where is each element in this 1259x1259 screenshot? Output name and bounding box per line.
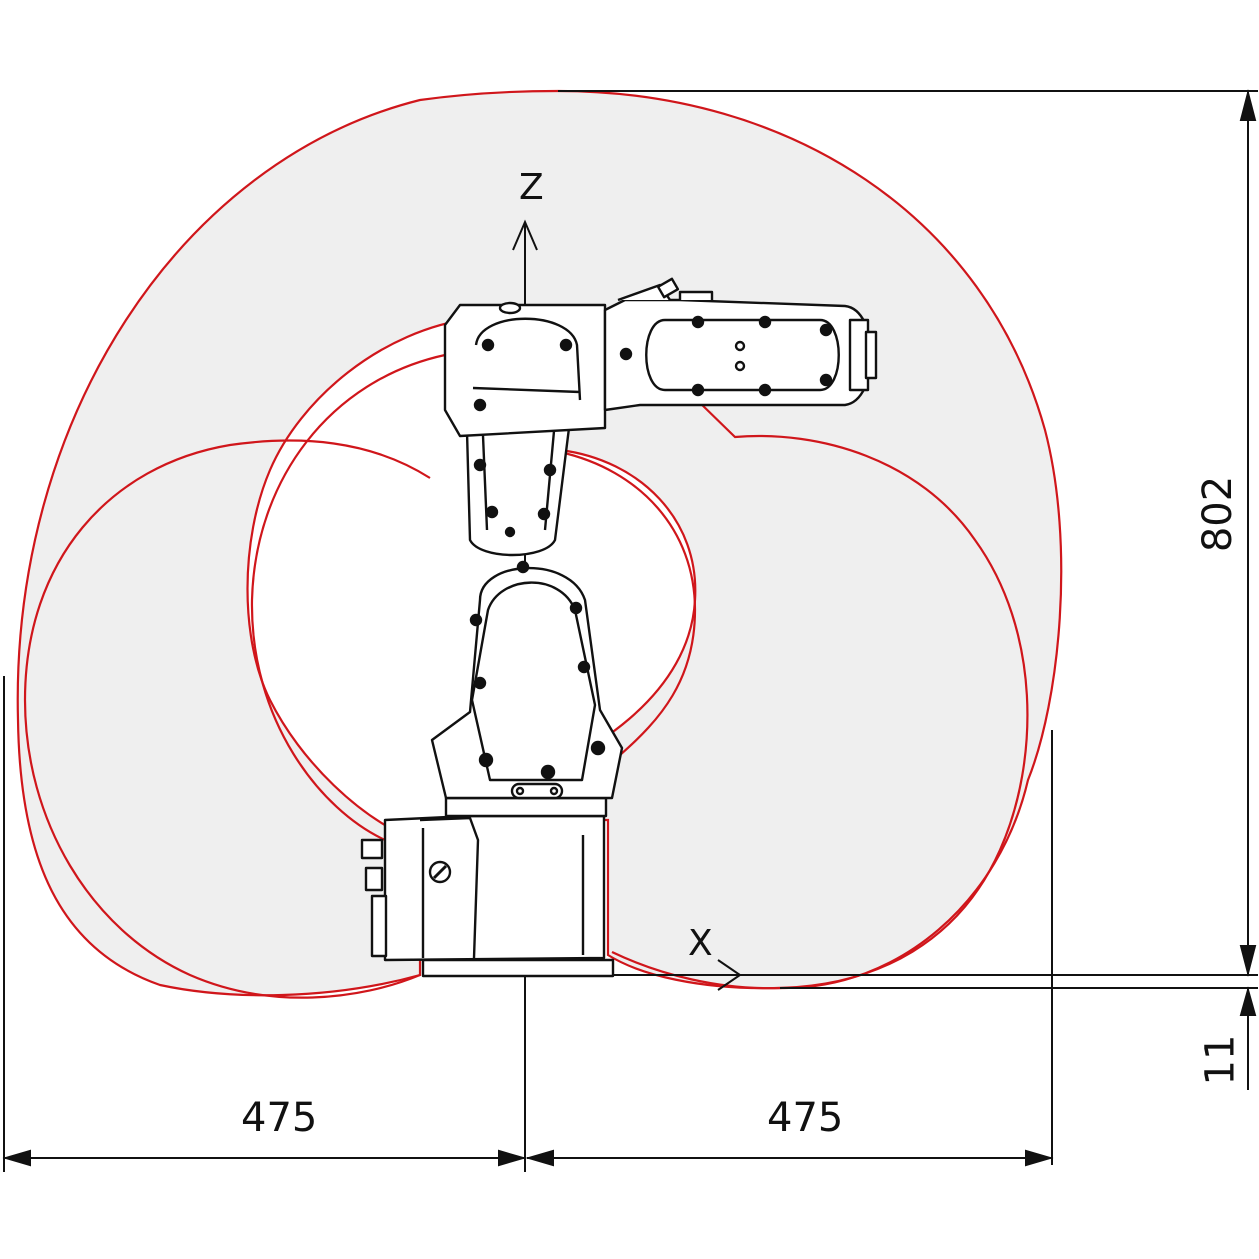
- dimension-reach-left-label: 475: [241, 1095, 318, 1141]
- envelope-inner-arcs: [23, 353, 1029, 999]
- envelope-inner-arc-right: [559, 450, 697, 756]
- envelope-inner-arc: [250, 353, 446, 841]
- robot-turret-clamp: [510, 782, 564, 800]
- dimension-lines: [2, 89, 1258, 1172]
- robot-connector-bottom: [370, 894, 388, 958]
- x-axis-label: X: [688, 923, 713, 964]
- robot-turret-ring: [444, 796, 608, 818]
- z-axis-arrowhead: [512, 219, 538, 251]
- robot-connector-mid: [364, 866, 384, 892]
- robot-elbow-housing: [443, 303, 607, 438]
- robot-connector-top: [360, 838, 384, 860]
- dimension-reach-right-label: 475: [767, 1095, 844, 1141]
- dimension-base-offset-label: 11: [1197, 1034, 1244, 1086]
- dimension-height-label: 802: [1195, 475, 1242, 553]
- robot-base-plate: [421, 958, 615, 978]
- robot-arm: [360, 277, 878, 978]
- z-axis-label: Z: [519, 167, 544, 208]
- robot-elbow-inner: [472, 317, 582, 401]
- robot-upper-arm-slot: [645, 318, 840, 392]
- envelope-left-lobe: [23, 439, 431, 999]
- robot-turret: [430, 566, 624, 800]
- envelope-right-lobe: [611, 399, 1029, 990]
- robot-base-housing: [383, 814, 606, 962]
- robot-tool-flange: [864, 330, 878, 380]
- robot-base-panel: [419, 816, 585, 959]
- x-axis-arrowhead: [717, 959, 742, 991]
